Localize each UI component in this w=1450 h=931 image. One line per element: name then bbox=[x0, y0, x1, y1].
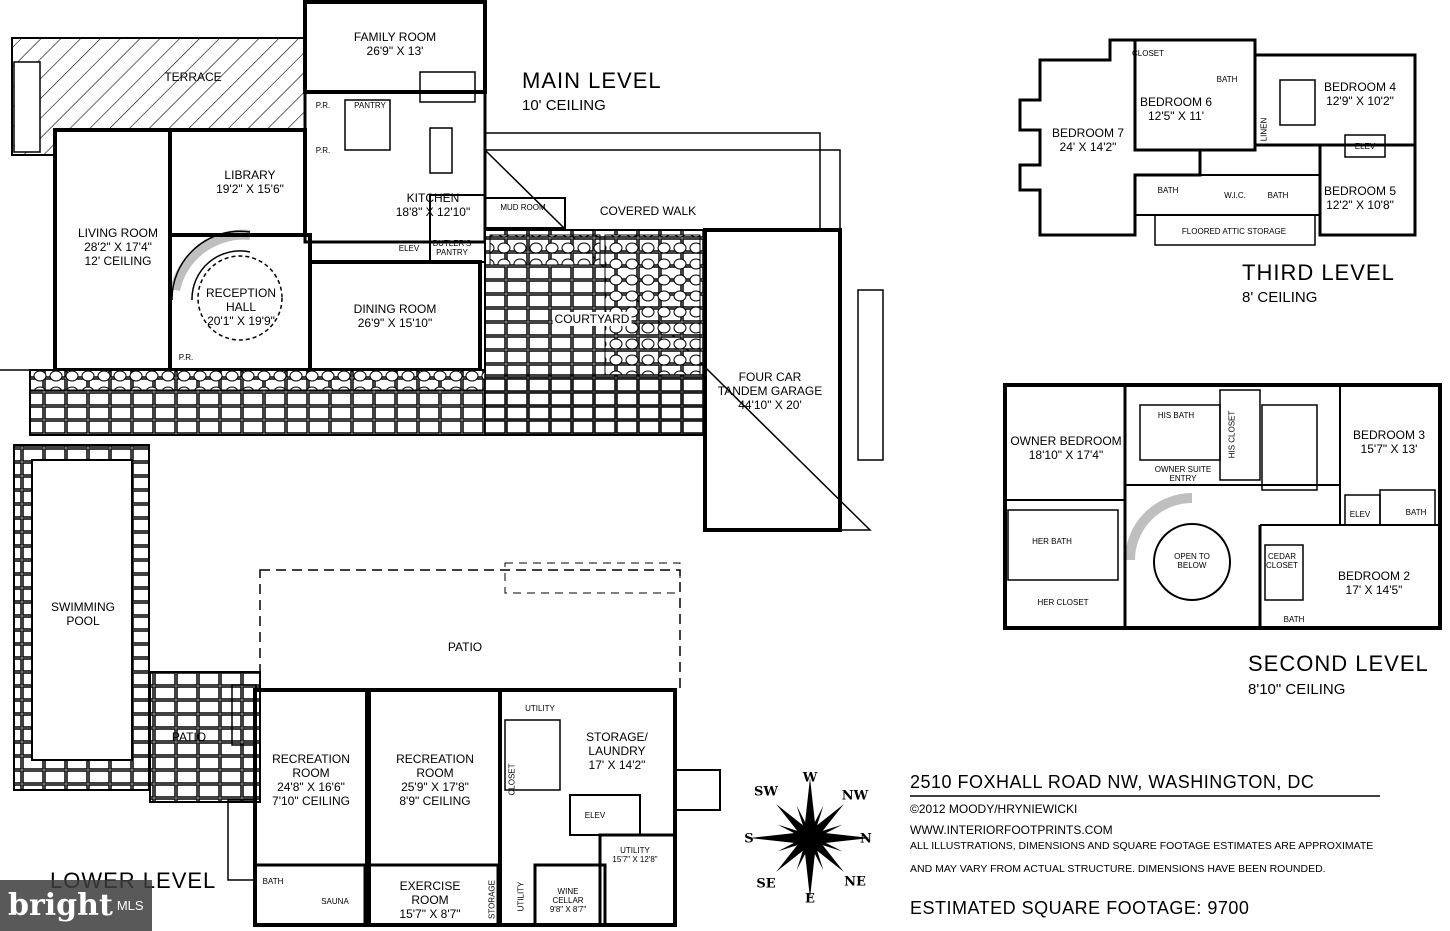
copyright-text: ©2012 MOODY/HRYNIEWICKI bbox=[910, 802, 1078, 816]
room-label-pantry: PANTRY bbox=[354, 101, 386, 110]
main-level-title: MAIN LEVEL bbox=[522, 68, 662, 93]
room-label-lower-utility3: UTILITY bbox=[516, 881, 526, 912]
room-label-courtyard: COURTYARD bbox=[552, 312, 632, 326]
room-label-covered-walk: COVERED WALK bbox=[599, 204, 697, 218]
room-label-pr-middle: P.R. bbox=[315, 146, 331, 155]
compass-s: S bbox=[744, 831, 754, 847]
property-address: 2510 FOXHALL ROAD NW, WASHINGTON, DC bbox=[910, 772, 1315, 792]
third-level-ceiling: 8' CEILING bbox=[1242, 289, 1318, 306]
room-label-third-closet: CLOSET bbox=[1131, 49, 1165, 58]
room-label-second-elev: ELEV bbox=[1349, 510, 1371, 519]
disclaimer-line-2: AND MAY VARY FROM ACTUAL STRUCTURE. DIME… bbox=[910, 863, 1326, 875]
compass-e: E bbox=[805, 891, 815, 907]
room-label-third-bath2: BATH bbox=[1157, 186, 1179, 195]
second-level-plan bbox=[1003, 383, 1442, 630]
compass-n: N bbox=[860, 831, 872, 847]
third-level-plan bbox=[1018, 38, 1417, 246]
room-label-wic: W.I.C. bbox=[1224, 191, 1246, 200]
room-label-sauna: SAUNA bbox=[321, 897, 349, 906]
second-level-title: SECOND LEVEL bbox=[1248, 651, 1429, 676]
room-label-mudroom: MUD ROOM bbox=[500, 203, 546, 212]
room-label-pr-upper: P.R. bbox=[315, 101, 331, 110]
brand-suffix: MLS bbox=[116, 898, 144, 913]
compass-nw: NW bbox=[841, 788, 869, 804]
compass-rose bbox=[750, 778, 870, 898]
room-label-lower-storage: STORAGE bbox=[487, 880, 497, 919]
compass-se: SE bbox=[756, 876, 776, 892]
brand-name: bright bbox=[8, 888, 113, 923]
room-label-third-elev: ELEV bbox=[1354, 142, 1376, 151]
room-label-patio: PATIO bbox=[447, 640, 483, 654]
room-label-her-bath: HER BATH bbox=[1032, 537, 1072, 546]
room-label-third-bath3: BATH bbox=[1267, 191, 1289, 200]
main-level-ceiling: 10' CEILING bbox=[522, 97, 606, 114]
room-label-third-bath1: BATH bbox=[1216, 75, 1238, 84]
compass-ne: NE bbox=[844, 874, 866, 890]
room-label-lower-closet: CLOSET bbox=[507, 763, 517, 796]
lower-level-plan bbox=[227, 562, 721, 927]
room-label-her-closet: HER CLOSET bbox=[1037, 598, 1089, 607]
main-level-plan bbox=[0, 0, 884, 532]
room-label-attic: FLOORED ATTIC STORAGE bbox=[1181, 227, 1287, 236]
room-label-lower-bath: BATH bbox=[262, 877, 284, 886]
room-label-lower-elev: ELEV bbox=[584, 811, 606, 820]
room-label-his-bath: HIS BATH bbox=[1157, 411, 1195, 420]
room-label-pr-lower: P.R. bbox=[178, 353, 194, 362]
estimated-square-footage: ESTIMATED SQUARE FOOTAGE: 9700 bbox=[910, 898, 1250, 918]
third-level-title: THIRD LEVEL bbox=[1242, 260, 1395, 285]
room-label-linen: LINEN bbox=[1259, 117, 1269, 142]
room-label-lower-utility: UTILITY bbox=[525, 704, 555, 713]
room-label-second-bath1: BATH bbox=[1405, 508, 1427, 517]
website-text: WWW.INTERIORFOOTPRINTS.COM bbox=[910, 823, 1113, 837]
swimming-pool-area bbox=[13, 444, 261, 803]
disclaimer-line-1: ALL ILLUSTRATIONS, DIMENSIONS AND SQUARE… bbox=[910, 840, 1374, 852]
room-label-main-elev: ELEV bbox=[398, 244, 420, 253]
room-label-terrace: TERRACE bbox=[164, 70, 222, 84]
second-level-ceiling: 8'10" CEILING bbox=[1248, 681, 1346, 698]
bright-mls-watermark: bright MLS bbox=[0, 880, 152, 931]
room-label-second-bath2: BATH bbox=[1283, 615, 1305, 624]
room-label-his-closet: HIS CLOSET bbox=[1227, 410, 1237, 459]
compass-w: W bbox=[802, 770, 818, 786]
compass-sw: SW bbox=[754, 784, 778, 800]
room-label-patio-pool: PATIO bbox=[171, 730, 207, 744]
